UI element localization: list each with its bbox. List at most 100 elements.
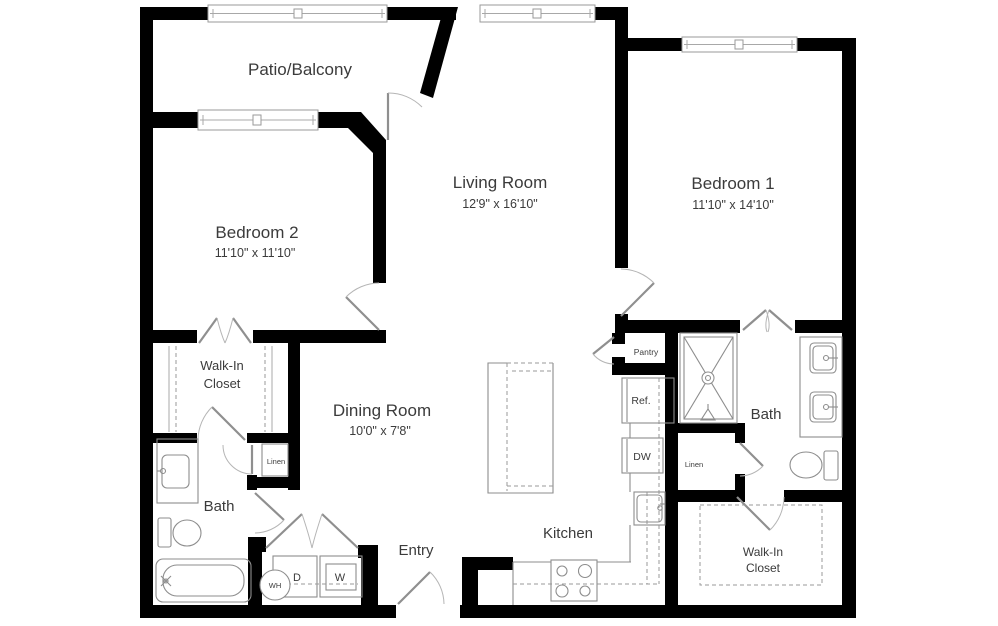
wall-bedroom2-bottom-a <box>140 330 197 343</box>
wall-patio-bottom-b <box>318 112 350 128</box>
wall-pantry-post-top <box>612 333 625 344</box>
bathtub <box>155 558 252 603</box>
walkin-left-door <box>197 406 246 441</box>
wall-entry-east <box>462 557 478 618</box>
faucet-icon <box>657 505 663 511</box>
kitchen-sink <box>633 491 666 526</box>
shower <box>679 332 738 424</box>
faucet-icon <box>822 354 830 362</box>
labels: Patio/Balcony Living Room 12'9" x 16'10"… <box>200 60 783 590</box>
wall-living-bedroom1 <box>615 7 628 268</box>
bedroom1-window <box>681 36 798 53</box>
wall-kitchen-east <box>665 330 678 605</box>
wall-chamfer-lower <box>348 112 386 153</box>
walkin-right-label-2: Closet <box>746 561 781 575</box>
wall-post-bedroom1-door <box>615 314 628 322</box>
living-room-window <box>479 4 596 23</box>
walkin-right-door <box>736 496 785 531</box>
walkin-left-label-2: Closet <box>204 376 241 391</box>
wall-bedroom1-top-a <box>628 38 682 51</box>
laundry-bifold-doors <box>265 513 359 549</box>
bedroom2-closet-bifold-doors <box>198 317 252 344</box>
wall-chamfer-upper <box>420 7 458 98</box>
walls <box>140 7 856 618</box>
wall-top-mid <box>387 7 456 20</box>
wall-linen-right-post-bottom <box>735 474 745 502</box>
linen-left-shelf <box>261 443 289 477</box>
dining-dims: 10'0" x 7'8" <box>349 424 411 438</box>
pantry-label: Pantry <box>634 347 659 357</box>
wall-bedroom2-bottom-b <box>253 330 386 343</box>
wall-bedroom1-top-b <box>797 38 842 51</box>
dining-label: Dining Room <box>333 401 431 420</box>
refrigerator <box>621 377 675 424</box>
bedroom1-label: Bedroom 1 <box>691 174 774 193</box>
wall-closetleft-east <box>288 330 300 490</box>
wall-patio-bottom-a <box>140 112 198 128</box>
vanity-left <box>156 438 199 504</box>
wall-entry-west <box>361 547 378 618</box>
linen-right-door <box>739 442 764 477</box>
water-heater-label: WH <box>269 581 282 590</box>
walkin-left-label-1: Walk-In <box>200 358 244 373</box>
washer-label: W <box>335 572 346 584</box>
patio-label: Patio/Balcony <box>248 60 352 79</box>
wall-right-exterior <box>842 38 856 618</box>
bedroom2-label: Bedroom 2 <box>215 223 298 242</box>
entry-door <box>397 571 445 605</box>
faucet-icon <box>822 403 830 411</box>
wall-laundry-post-left <box>248 537 266 552</box>
patio-top-window <box>207 4 388 23</box>
linen-right-label: Linen <box>685 460 703 469</box>
walkin-right-label-1: Walk-In <box>743 545 783 559</box>
toilet-right <box>789 450 839 481</box>
windows <box>197 4 798 131</box>
wall-bedroom1-bottom-a <box>615 320 740 333</box>
entry-label: Entry <box>398 542 434 559</box>
wall-linen-right-post-top <box>735 423 745 443</box>
wall-bathright-bottom-b <box>784 490 842 502</box>
bathroom-french-doors <box>742 309 793 333</box>
wall-pantry-bottom <box>612 363 677 375</box>
patio-bottom-window <box>197 109 319 131</box>
wall-bedroom2-living <box>373 150 386 283</box>
dishwasher <box>621 437 664 474</box>
double-vanity <box>799 336 843 438</box>
wall-shower-bottom <box>665 423 737 433</box>
washer-outline <box>319 555 363 598</box>
dishwasher-label: DW <box>633 451 651 463</box>
dryer-label: D <box>293 572 301 584</box>
kitchen-label: Kitchen <box>543 525 593 542</box>
wall-linenleft-top <box>247 433 300 443</box>
wall-kitchen-stub <box>462 557 513 570</box>
wall-left-exterior <box>140 7 153 618</box>
doors <box>197 92 793 605</box>
washer-inner <box>325 563 357 591</box>
bedroom1-dims: 11'10" x 14'10" <box>692 198 774 212</box>
shower-head-icon <box>699 407 717 421</box>
living-label: Living Room <box>453 173 548 192</box>
faucet-icon <box>159 467 167 475</box>
bedroom1-door <box>620 268 655 317</box>
wall-tub-laundry-divider <box>248 552 262 605</box>
bath-right-label: Bath <box>751 406 782 423</box>
wall-bedroom1-bottom-b <box>795 320 842 333</box>
refrigerator-label: Ref. <box>631 395 650 407</box>
wall-bathright-bottom-a <box>665 490 735 502</box>
tub-faucet-icon <box>163 578 169 584</box>
linen-left-door <box>222 444 254 475</box>
bath-left-label: Bath <box>204 498 235 515</box>
closet-rods <box>168 346 273 432</box>
wall-bottom-right <box>460 605 856 618</box>
stove <box>550 559 598 602</box>
kitchen-counters <box>512 378 660 605</box>
water-heater-circle <box>259 569 291 601</box>
laundry-appliances <box>259 555 363 601</box>
kitchen-island <box>487 362 554 494</box>
living-dims: 12'9" x 16'10" <box>462 197 538 211</box>
wall-top-patio <box>140 7 208 20</box>
fixtures <box>155 332 843 605</box>
toilet-left <box>157 517 202 548</box>
wall-linenleft-bottom <box>247 477 300 488</box>
